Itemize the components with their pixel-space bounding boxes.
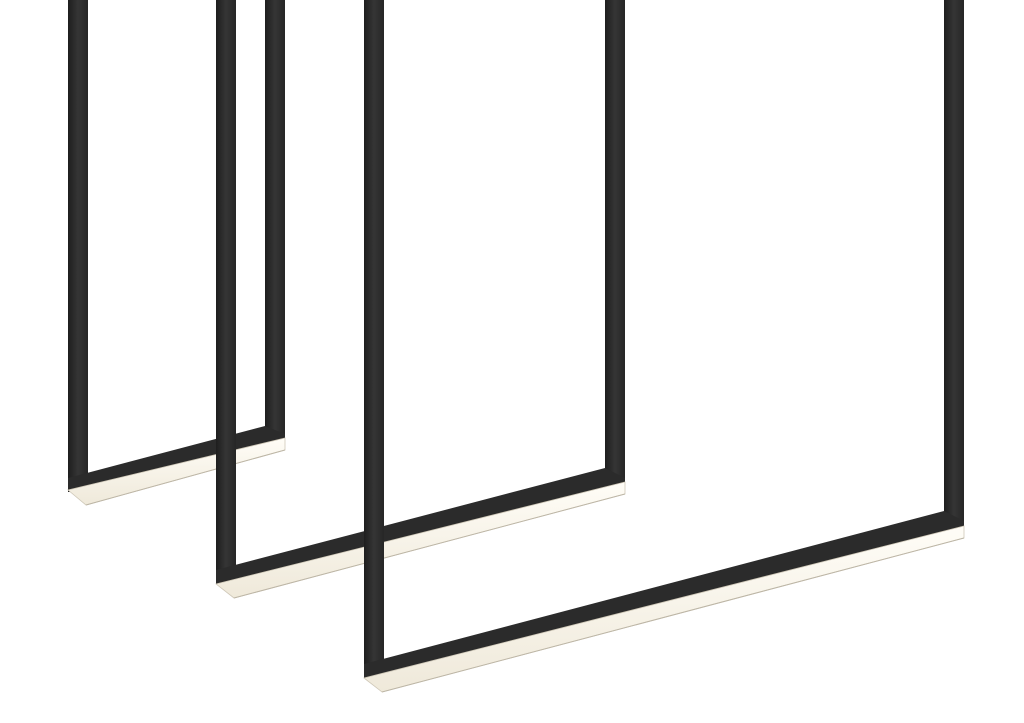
medium-pendant-frame <box>215 0 626 599</box>
large-frame-diffuser <box>363 525 965 693</box>
large-frame-right-bar <box>944 0 964 528</box>
small-frame-left-bar <box>68 0 88 492</box>
medium-frame-left-bar <box>216 0 236 582</box>
small-frame-right-bar <box>265 0 285 440</box>
small-pendant-frame <box>67 0 286 506</box>
large-frame-left-bar <box>364 0 384 676</box>
medium-frame-right-bar <box>605 0 625 484</box>
large-pendant-frame <box>363 0 965 693</box>
medium-frame-diffuser <box>215 481 626 599</box>
